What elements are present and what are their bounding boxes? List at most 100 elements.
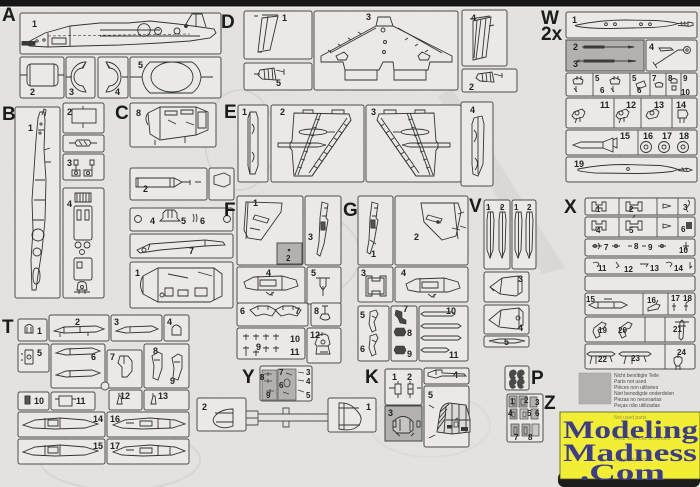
svg-text:4: 4 [401, 268, 406, 278]
svg-text:10: 10 [34, 396, 44, 406]
svg-text:7: 7 [604, 243, 609, 252]
svg-text:3: 3 [67, 158, 72, 168]
svg-text:6: 6 [637, 86, 642, 95]
svg-text:2: 2 [280, 107, 285, 117]
svg-text:1: 1 [253, 198, 258, 208]
svg-text:1: 1 [282, 13, 287, 23]
svg-text:Pièces non utilisées: Pièces non utilisées [614, 385, 659, 391]
svg-text:4: 4 [115, 87, 120, 97]
svg-text:D: D [221, 12, 235, 33]
svg-text:19: 19 [598, 326, 607, 335]
svg-text:13: 13 [654, 100, 664, 110]
svg-text:10: 10 [681, 88, 690, 97]
svg-text:X: X [564, 197, 577, 218]
svg-text:T: T [2, 317, 14, 338]
svg-text:7: 7 [110, 352, 115, 362]
svg-text:9: 9 [407, 349, 412, 359]
svg-text:13: 13 [158, 391, 168, 401]
svg-text:Delar som icke användes: Delar som icke användes [614, 436, 671, 442]
svg-text:W: W [541, 8, 559, 29]
svg-text:5: 5 [629, 226, 634, 235]
svg-text:6: 6 [681, 225, 686, 234]
svg-text:23: 23 [631, 354, 640, 363]
svg-text:5: 5 [311, 268, 316, 278]
svg-text:4: 4 [306, 377, 311, 386]
svg-text:4: 4 [518, 323, 523, 333]
svg-text:12: 12 [624, 265, 633, 274]
svg-text:4: 4 [649, 42, 654, 52]
svg-text:7: 7 [403, 304, 408, 314]
svg-text:5: 5 [504, 337, 509, 347]
svg-text:5: 5 [360, 310, 365, 320]
svg-text:3: 3 [306, 368, 311, 377]
svg-text:3: 3 [573, 59, 578, 69]
svg-text:2: 2 [527, 203, 532, 212]
svg-text:1: 1 [28, 123, 33, 133]
svg-text:14: 14 [93, 414, 103, 424]
svg-text:12: 12 [120, 391, 130, 401]
svg-text:2x: 2x [541, 24, 563, 45]
svg-text:1: 1 [596, 205, 601, 214]
svg-text:7: 7 [279, 368, 284, 377]
svg-text:2: 2 [524, 396, 529, 405]
svg-text:3: 3 [366, 12, 371, 22]
svg-text:10: 10 [446, 306, 456, 316]
svg-text:.Com: .Com [580, 460, 665, 485]
svg-text:20: 20 [618, 326, 627, 335]
svg-text:15: 15 [620, 131, 630, 141]
svg-text:E: E [224, 102, 237, 123]
svg-text:12: 12 [626, 100, 636, 110]
svg-text:21: 21 [673, 325, 682, 334]
svg-text:8: 8 [136, 108, 141, 118]
svg-text:8: 8 [314, 306, 319, 316]
svg-text:1: 1 [242, 107, 247, 117]
svg-text:4: 4 [471, 13, 476, 23]
svg-text:8: 8 [260, 373, 265, 382]
svg-text:5: 5 [37, 348, 42, 358]
svg-text:B: B [2, 104, 16, 125]
svg-text:G: G [343, 200, 358, 221]
svg-text:6: 6 [360, 344, 365, 354]
svg-text:5: 5 [527, 409, 532, 418]
svg-text:8: 8 [407, 328, 412, 338]
svg-text:Y: Y [242, 367, 255, 388]
svg-text:2: 2 [469, 82, 474, 92]
svg-text:4: 4 [167, 317, 172, 327]
svg-text:22: 22 [598, 355, 607, 364]
svg-text:2: 2 [75, 317, 80, 327]
svg-text:C: C [115, 103, 129, 124]
svg-text:12: 12 [310, 330, 320, 340]
svg-text:4: 4 [453, 370, 458, 380]
svg-text:8: 8 [668, 74, 673, 83]
svg-text:2: 2 [202, 402, 207, 412]
svg-text:3: 3 [308, 232, 313, 242]
svg-text:Z: Z [544, 393, 556, 414]
svg-text:2: 2 [30, 87, 35, 97]
svg-text:18: 18 [679, 131, 689, 141]
svg-text:9: 9 [170, 376, 175, 386]
svg-text:Peças não utilizadas: Peças não utilizadas [614, 403, 660, 409]
svg-text:1: 1 [514, 203, 519, 212]
svg-text:16: 16 [643, 131, 653, 141]
svg-text:1: 1 [366, 402, 371, 412]
svg-text:17: 17 [662, 131, 672, 141]
svg-text:1: 1 [486, 203, 491, 212]
svg-text:15: 15 [93, 441, 103, 451]
svg-text:6: 6 [600, 86, 605, 95]
svg-text:5: 5 [632, 74, 637, 83]
svg-text:11: 11 [449, 350, 459, 360]
svg-text:19: 19 [574, 159, 584, 169]
svg-text:5: 5 [428, 390, 433, 400]
svg-text:2: 2 [143, 184, 148, 194]
svg-text:3: 3 [535, 398, 540, 407]
svg-text:V: V [469, 196, 482, 217]
svg-text:11: 11 [600, 100, 610, 110]
svg-text:9: 9 [683, 74, 688, 83]
svg-text:5: 5 [306, 391, 311, 400]
svg-text:3: 3 [683, 203, 688, 212]
svg-text:3: 3 [114, 317, 119, 327]
svg-text:16: 16 [647, 296, 656, 305]
svg-text:2: 2 [407, 372, 412, 382]
svg-text:2: 2 [629, 205, 634, 214]
svg-text:A: A [2, 5, 16, 26]
